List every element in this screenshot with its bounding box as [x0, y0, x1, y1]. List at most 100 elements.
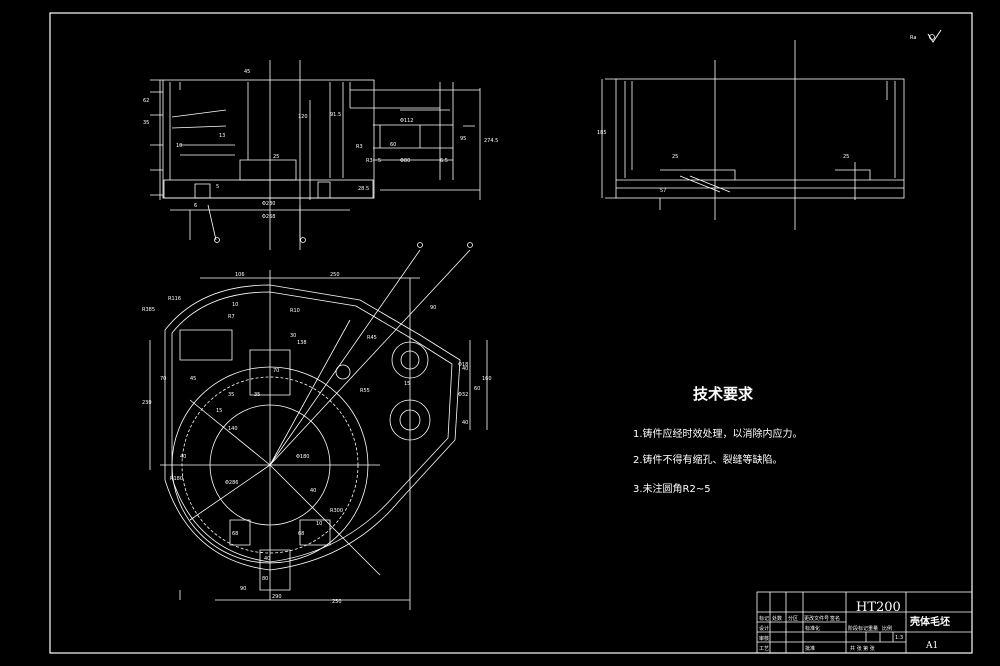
- surface-roughness-symbol: Ra: [910, 29, 942, 43]
- title-block-material: HT200: [856, 600, 901, 615]
- dim-40-a: 40: [180, 454, 186, 460]
- title-block-part-name: 壳体毛坯: [909, 615, 950, 628]
- dim-15: 15: [216, 408, 222, 414]
- dim-95: 95: [460, 136, 466, 142]
- dim-90-a: 90: [240, 586, 246, 592]
- dim-230: 230: [142, 400, 152, 406]
- tech-req-item-3: 3.未注圆角R2~5: [633, 482, 711, 495]
- title-block-text: HT200 壳体毛坯 A1 1:3 共 张 第 张 标记 处数 分区 更改文件号…: [759, 600, 950, 652]
- sheet-border: [49, 12, 973, 654]
- dim-45: 45: [244, 69, 250, 75]
- dim-68-a: 68: [232, 531, 238, 537]
- dim-r10: R10: [290, 308, 300, 314]
- dim-35: 35: [143, 120, 149, 126]
- dim-35-a: 35: [228, 392, 234, 398]
- dim-10-b: 10: [316, 521, 322, 527]
- dim-phi112: Φ112: [400, 118, 413, 124]
- dim-250: 250: [330, 272, 340, 278]
- dim-28-5: 28.5: [358, 186, 369, 192]
- dim-r3-b: R3: [356, 144, 363, 150]
- title-block-label-approve: 批准: [805, 645, 815, 652]
- dim-10: 10: [176, 143, 182, 149]
- dim-6-5: 6.5: [440, 158, 448, 164]
- dim-r3-a: R3: [366, 158, 373, 164]
- dim-r55: R55: [360, 388, 370, 394]
- dim-35-b: 35: [254, 392, 260, 398]
- dim-120: 120: [298, 114, 308, 120]
- title-block-label-scale: 比例: [882, 625, 892, 632]
- title-block-label-weight: 重量: [868, 625, 878, 632]
- tech-req-item-2: 2.铸件不得有缩孔、裂缝等缺陷。: [633, 453, 783, 466]
- side-section-view: [601, 40, 905, 230]
- dim-70: 70: [273, 368, 279, 374]
- dim-140: 140: [228, 426, 238, 432]
- dim-r180: R180: [170, 476, 183, 482]
- title-block-label-review: 审核: [759, 635, 769, 642]
- title-block-sheet-size: A1: [925, 641, 938, 651]
- plan-view: [149, 242, 488, 610]
- dim-274-5: 274.5: [484, 138, 498, 144]
- dim-60: 60: [474, 386, 480, 392]
- title-block-label-change: 更改文件号: [804, 615, 829, 622]
- dim-40-c: 40: [264, 556, 270, 562]
- dim-80: 80: [262, 576, 268, 582]
- tech-req-item-1: 1.铸件应经时效处理，以消除内应力。: [633, 427, 803, 440]
- dim-40-b: 40: [310, 488, 316, 494]
- dim-phi18: Φ18: [458, 362, 468, 368]
- dim-phi286: Φ286: [225, 480, 238, 486]
- title-block-label-standard: 标准化: [805, 625, 820, 632]
- title-block-label-stage: 阶段标记: [848, 625, 868, 632]
- title-block-label-sign: 签名: [830, 615, 840, 622]
- title-block-label-process: 工艺: [759, 646, 769, 652]
- dim-40-e: 40: [462, 420, 468, 426]
- dim-phi80: Φ80: [400, 158, 410, 164]
- side-view-dimensions: 185 25 25 57: [597, 130, 849, 194]
- tech-req-title: 技术要求: [693, 385, 754, 403]
- dim-68-b: 68: [298, 531, 304, 537]
- dim-r7: R7: [228, 314, 235, 320]
- dim-phi230: Φ230: [262, 201, 275, 207]
- dim-5: 5: [378, 158, 381, 164]
- dim-13: 13: [219, 133, 225, 139]
- dim-45-a: 45: [190, 376, 196, 382]
- technical-requirements: 技术要求 1.铸件应经时效处理，以消除内应力。 2.铸件不得有缩孔、裂缝等缺陷。…: [633, 385, 803, 495]
- dim-r116: R116: [168, 296, 181, 302]
- dim-57: 57: [660, 188, 666, 194]
- title-block: [756, 591, 973, 654]
- dim-r300: R300: [330, 508, 343, 514]
- dim-r45: R45: [367, 335, 377, 341]
- dim-phi268: Φ268: [262, 214, 275, 220]
- dim-62: 62: [143, 98, 149, 104]
- dim-phi32: Φ32: [458, 392, 468, 398]
- title-block-label-count: 处数: [772, 615, 782, 622]
- surface-mark-label: Ra: [910, 35, 916, 41]
- front-view-dimensions: 45 62 35 13 10 25 120 91.5 Φ112 60 95 R3…: [143, 69, 498, 220]
- dim-6: 6: [194, 203, 197, 209]
- dim-25-b: 25: [843, 154, 849, 160]
- dim-250-a: 250: [332, 599, 342, 605]
- dim-70-a: 70: [160, 376, 166, 382]
- dim-40-d: 40: [462, 366, 468, 372]
- dim-185: 185: [597, 130, 607, 136]
- title-block-label-design: 设计: [759, 625, 769, 632]
- dim-25: 25: [273, 154, 279, 160]
- title-block-label-mark: 标记: [759, 615, 769, 622]
- dim-90: 90: [430, 305, 436, 311]
- dim-30: 30: [290, 333, 296, 339]
- dim-91-5: 91.5: [330, 112, 341, 118]
- title-block-sheet-info: 共 张 第 张: [850, 645, 875, 652]
- front-section-view: [150, 60, 481, 250]
- dim-10-a: 10: [232, 302, 238, 308]
- dim-106: 106: [235, 272, 245, 278]
- dim-138: 138: [297, 340, 307, 346]
- dim-phi180: Φ180: [296, 454, 309, 460]
- title-block-label-zone: 分区: [788, 615, 798, 622]
- dim-25-a: 25: [672, 154, 678, 160]
- dim-15-a: 15: [404, 381, 410, 387]
- title-block-scale: 1:3: [895, 635, 903, 641]
- dim-r385: R385: [142, 307, 155, 313]
- dim-160: 160: [482, 376, 492, 382]
- plan-view-dimensions: 106 250 R116 R385 R10 R7 30 138 90 R45 R…: [142, 272, 492, 605]
- dim-5-b: 5: [216, 184, 219, 190]
